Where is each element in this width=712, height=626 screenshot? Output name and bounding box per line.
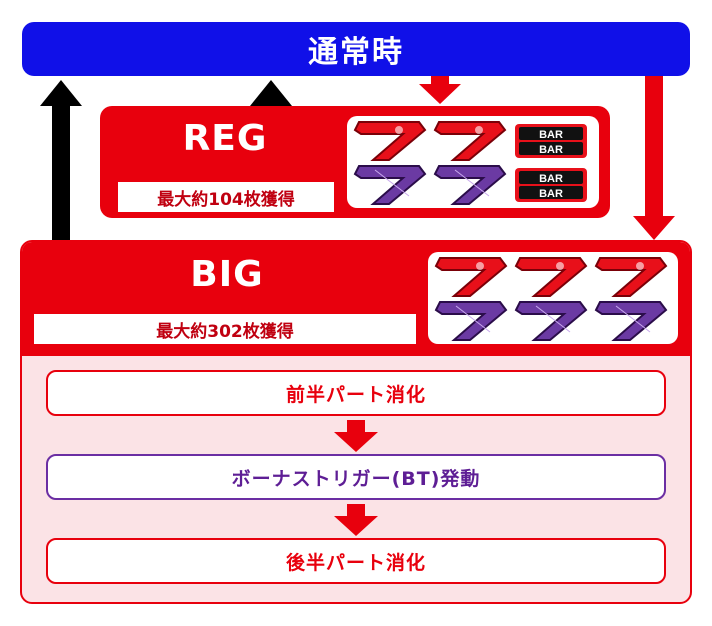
bar-icon: BAR BAR <box>515 124 587 158</box>
red-seven-icon <box>514 257 588 297</box>
step-first-half: 前半パート消化 <box>46 370 666 416</box>
red-down-arrow-big <box>633 76 675 240</box>
big-reel-combo <box>428 252 678 344</box>
red-seven-icon <box>353 121 427 161</box>
big-payout-label: 最大約302枚獲得 <box>34 314 416 344</box>
red-seven-icon <box>434 257 508 297</box>
red-down-arrow-reg <box>419 76 461 104</box>
banner-label: 通常時 <box>308 35 404 70</box>
black-up-arrow-big <box>40 80 82 242</box>
black-up-arrow-reg <box>250 80 292 108</box>
step-bonus-trigger: ボーナストリガー(BT)発動 <box>46 454 666 500</box>
bar-label: BAR <box>539 129 563 141</box>
purple-seven-icon <box>434 301 508 341</box>
purple-seven-icon <box>353 165 427 205</box>
reg-title: REG <box>182 118 268 159</box>
purple-seven-icon <box>594 301 668 341</box>
bar-label: BAR <box>539 173 563 185</box>
step-second-half: 後半パート消化 <box>46 538 666 584</box>
step-arrow-down-1 <box>334 420 378 452</box>
big-bonus-box: BIG 最大約302枚獲得 <box>20 240 692 604</box>
purple-seven-icon <box>433 165 507 205</box>
reg-payout-label: 最大約104枚獲得 <box>118 182 334 212</box>
bar-label: BAR <box>539 188 563 200</box>
step-arrow-down-2 <box>334 504 378 536</box>
purple-seven-icon <box>514 301 588 341</box>
big-title: BIG <box>190 254 264 295</box>
reg-bonus-box: REG 最大約104枚獲得 BAR BAR <box>100 106 610 218</box>
big-header: BIG 最大約302枚獲得 <box>22 242 690 356</box>
red-seven-icon <box>433 121 507 161</box>
bar-label: BAR <box>539 144 563 156</box>
reg-reel-combo: BAR BAR BAR BAR <box>347 116 599 208</box>
bar-icon: BAR BAR <box>515 168 587 202</box>
red-seven-icon <box>594 257 668 297</box>
normal-state-banner: 通常時 <box>22 22 690 76</box>
